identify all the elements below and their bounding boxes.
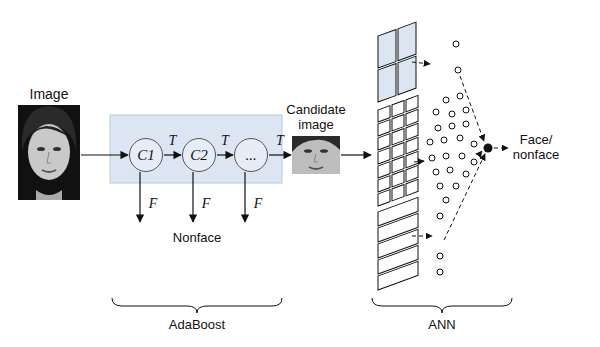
image-node: Image [18, 105, 80, 200]
flow-arrow [217, 154, 233, 155]
adaboost-band [110, 115, 282, 183]
dashed-arrows [412, 62, 508, 240]
classifier-circle: C2 [182, 138, 216, 172]
flow-arrow [81, 154, 128, 155]
ann-fields [378, 21, 418, 290]
branch-label: T [221, 133, 229, 149]
classifier-label: C1 [137, 148, 155, 163]
candidate-photo [292, 136, 340, 174]
flow-arrow [164, 154, 181, 155]
adaboost-brace [112, 298, 282, 313]
output-neuron [484, 144, 493, 153]
caption-label: Nonface [173, 231, 221, 246]
branch-label: T [169, 133, 177, 149]
face-photo [18, 105, 80, 200]
flow-arrow [269, 154, 291, 155]
classifier-label: ... [245, 148, 256, 163]
false-arrows [140, 172, 245, 222]
branch-label: F [149, 196, 158, 212]
classifier-circle: C1 [129, 138, 163, 172]
caption-label: AdaBoost [169, 318, 225, 333]
branch-label: F [202, 196, 211, 212]
classifier-label: C2 [190, 148, 208, 163]
caption-label: Face/ nonface [510, 133, 562, 163]
node-label: Image [9, 86, 89, 102]
image-node: Candidate image [292, 136, 340, 174]
node-label: Candidate image [276, 103, 356, 133]
neurons [427, 41, 477, 275]
branch-label: T [276, 133, 284, 149]
caption-label: ANN [428, 318, 455, 333]
branch-label: F [254, 196, 263, 212]
input-arrow [341, 154, 371, 155]
classifier-circle: ... [234, 138, 268, 172]
ann-brace [372, 298, 512, 313]
